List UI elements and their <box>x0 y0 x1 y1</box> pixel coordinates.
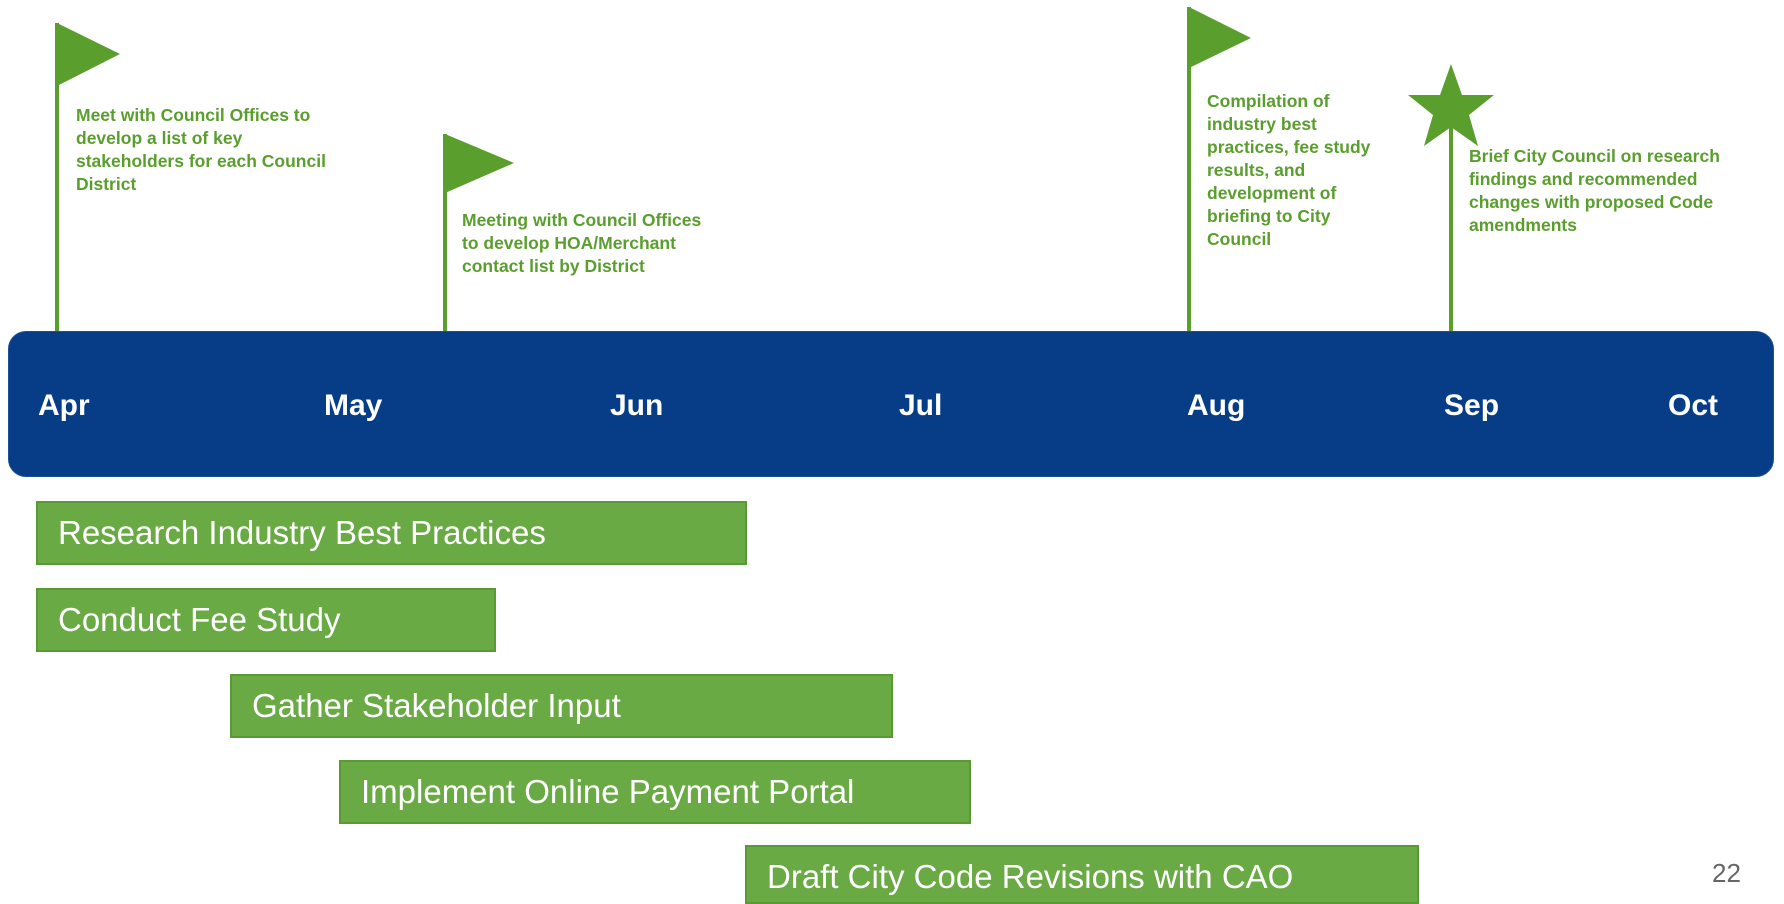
timeline-bar <box>8 331 1774 477</box>
month-label: Jul <box>899 389 943 422</box>
task-bar: Draft City Code Revisions with CAO <box>745 845 1419 904</box>
month-label: Sep <box>1444 389 1500 422</box>
task-bar: Research Industry Best Practices <box>36 501 747 565</box>
flag-icon <box>1187 7 1251 333</box>
month-label: Apr <box>38 389 90 422</box>
task-bar: Conduct Fee Study <box>36 588 496 652</box>
milestone-text: Compilation of industry best practices, … <box>1207 91 1371 249</box>
milestone-text: Brief City Council on research findings … <box>1469 146 1720 235</box>
milestone-text: Meet with Council Offices to develop a l… <box>76 105 326 194</box>
month-label: Jun <box>610 389 664 422</box>
flag-icon <box>443 134 514 333</box>
month-label: May <box>324 389 383 422</box>
month-label: Aug <box>1187 389 1246 422</box>
month-label: Oct <box>1668 389 1719 422</box>
task-bar: Implement Online Payment Portal <box>339 760 971 824</box>
milestone-text: Meeting with Council Offices to develop … <box>462 210 702 276</box>
star-icon <box>1408 64 1494 333</box>
page-number: 22 <box>1712 858 1741 888</box>
flag-icon <box>55 23 120 333</box>
task-bar: Gather Stakeholder Input <box>230 674 893 738</box>
